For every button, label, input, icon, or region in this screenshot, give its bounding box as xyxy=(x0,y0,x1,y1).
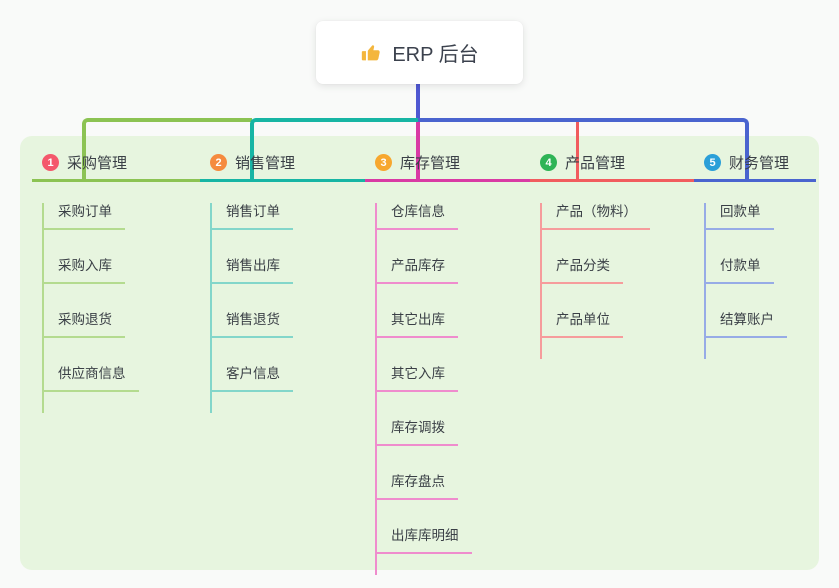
branch-inventory: 3 库存管理 仓库信息产品库存其它出库其它入库库存调拨库存盘点出库库明细 xyxy=(365,146,535,575)
branch-number-badge: 1 xyxy=(42,154,59,171)
mindmap-child-node[interactable]: 产品（物料） xyxy=(540,203,650,230)
branch-children-list: 销售订单销售出库销售退货客户信息 xyxy=(200,203,370,392)
branch-product: 4 产品管理 产品（物料） 产品分类产品单位 xyxy=(530,146,700,359)
branch-sales: 2 销售管理 销售订单销售出库销售退货客户信息 xyxy=(200,146,370,413)
branch2-connector-line xyxy=(250,118,420,179)
branch5-connector-line xyxy=(418,118,749,179)
branch-number-badge: 2 xyxy=(210,154,227,171)
mindmap-child-node[interactable]: 仓库信息 xyxy=(375,203,458,230)
mindmap-child-node[interactable]: 库存调拨 xyxy=(375,419,458,446)
branch4-connector-line xyxy=(576,122,579,179)
branch-node-header[interactable]: 4 产品管理 xyxy=(530,146,700,182)
mindmap-child-node[interactable]: 回款单 xyxy=(704,203,774,230)
mindmap-child-node[interactable]: 采购订单 xyxy=(42,203,125,230)
mindmap-child-node[interactable]: 产品分类 xyxy=(540,257,623,284)
branch-label: 库存管理 xyxy=(400,155,461,172)
branch-finance: 5 财务管理 回款单付款单结算账户 xyxy=(694,146,816,359)
mindmap-child-node[interactable]: 其它出库 xyxy=(375,311,458,338)
mindmap-child-node[interactable]: 结算账户 xyxy=(704,311,787,338)
branch-label: 产品管理 xyxy=(565,155,626,172)
mindmap-child-node[interactable]: 销售订单 xyxy=(210,203,293,230)
mindmap-child-node[interactable]: 其它入库 xyxy=(375,365,458,392)
root-node-title: ERP 后台 xyxy=(392,44,479,66)
mindmap-background-panel xyxy=(20,136,819,570)
mindmap-child-node[interactable]: 采购入库 xyxy=(42,257,125,284)
branch-node-header[interactable]: 5 财务管理 xyxy=(694,146,816,182)
mindmap-child-node[interactable]: 出库库明细 xyxy=(375,527,472,554)
root-node[interactable]: ERP 后台 xyxy=(316,21,523,84)
mindmap-child-node[interactable]: 产品库存 xyxy=(375,257,458,284)
mindmap-child-node[interactable]: 客户信息 xyxy=(210,365,293,392)
thumbs-up-icon xyxy=(360,42,382,64)
branch-number-badge: 3 xyxy=(375,154,392,171)
branch-number-badge: 4 xyxy=(540,154,557,171)
branch-children-list: 回款单付款单结算账户 xyxy=(694,203,816,338)
branch-children-list: 采购订单采购入库采购退货供应商信息 xyxy=(32,203,202,392)
mindmap-child-node[interactable]: 销售退货 xyxy=(210,311,293,338)
mindmap-child-node[interactable]: 付款单 xyxy=(704,257,774,284)
branch-spine-line xyxy=(540,203,542,359)
branch-spine-line xyxy=(210,203,212,413)
branch-spine-line xyxy=(375,203,377,575)
branch-spine-line xyxy=(704,203,706,359)
branch3-connector-line xyxy=(416,122,420,180)
mindmap-child-node[interactable]: 供应商信息 xyxy=(42,365,139,392)
branch-label: 采购管理 xyxy=(67,155,128,172)
branch-number-badge: 5 xyxy=(704,154,721,171)
root-connector-line xyxy=(416,84,420,120)
branch-purchase: 1 采购管理 采购订单采购入库采购退货供应商信息 xyxy=(32,146,202,413)
branch-children-list: 产品（物料） 产品分类产品单位 xyxy=(530,203,700,338)
branch-label: 销售管理 xyxy=(235,155,296,172)
mindmap-child-node[interactable]: 产品单位 xyxy=(540,311,623,338)
branch-label: 财务管理 xyxy=(729,155,790,172)
branch-children-list: 仓库信息产品库存其它出库其它入库库存调拨库存盘点出库库明细 xyxy=(365,203,535,554)
branch-spine-line xyxy=(42,203,44,413)
branch-node-header[interactable]: 3 库存管理 xyxy=(365,146,535,182)
branch1-connector-line xyxy=(82,118,252,179)
mindmap-child-node[interactable]: 销售出库 xyxy=(210,257,293,284)
mindmap-child-node[interactable]: 库存盘点 xyxy=(375,473,458,500)
branch-node-header[interactable]: 1 采购管理 xyxy=(32,146,202,182)
branch-node-header[interactable]: 2 销售管理 xyxy=(200,146,370,182)
mindmap-child-node[interactable]: 采购退货 xyxy=(42,311,125,338)
